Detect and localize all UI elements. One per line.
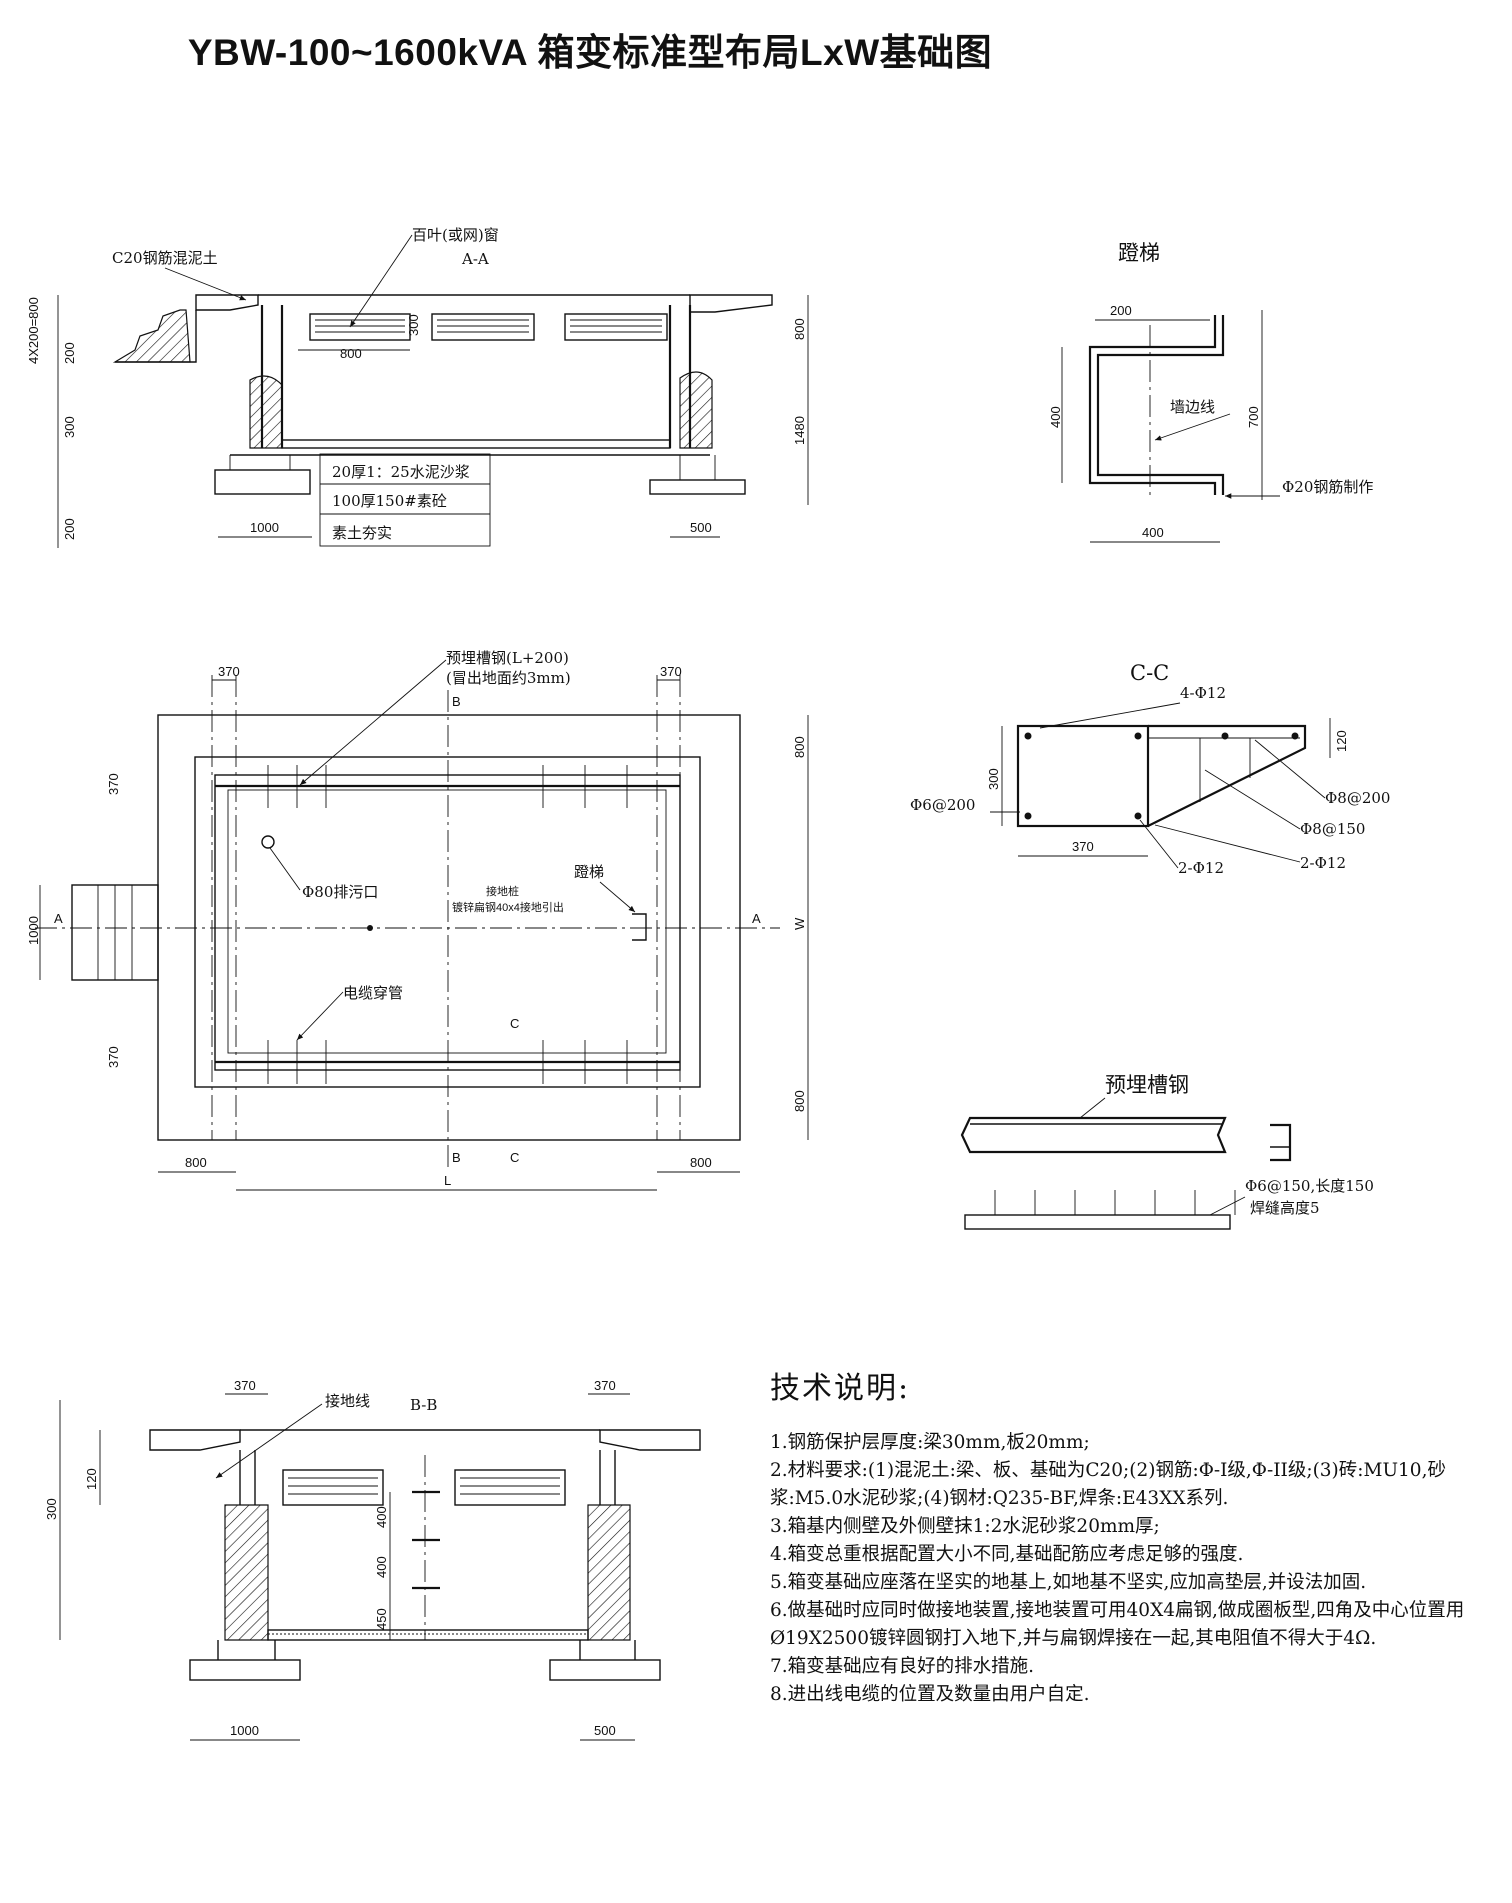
ground-pile-icon: [367, 925, 373, 931]
dim-right-1480: 1480: [792, 416, 807, 445]
dim-steps: 4X200=800: [26, 297, 41, 364]
section-bb-label: B-B: [410, 1396, 437, 1414]
plan-dim-370a: 370: [218, 664, 240, 679]
mark-a-right: A: [752, 911, 761, 926]
dim-200a: 200: [62, 342, 77, 364]
cable-label: 电缆穿管: [343, 984, 403, 1002]
mark-c-bottom: C: [510, 1150, 519, 1165]
channel-detail: 预埋槽钢 Φ6@150,长度150 焊缝高度5: [960, 1073, 1374, 1230]
section-cc-view: C-C 4-Φ12 Φ6@200 Φ8@200 Φ8@150 2-Φ12 2-Φ…: [910, 661, 1390, 877]
ground-line-label: 接地线: [325, 1392, 370, 1410]
ladder-dim-400: 400: [1048, 406, 1063, 428]
dim-louver-width: 800: [340, 346, 362, 361]
ladder-dim-top: 200: [1110, 303, 1132, 318]
cc-bar-top: 4-Φ12: [1180, 684, 1226, 702]
note-item: 1.钢筋保护层厚度:梁30mm,板20mm;: [770, 1432, 1090, 1453]
louver-window: [309, 313, 668, 341]
layer-soil: 素土夯实: [332, 524, 392, 542]
ladder-dim-bottom: 400: [1142, 525, 1164, 540]
dim-300: 300: [62, 416, 77, 438]
channel-note: (冒出地面约3mm): [446, 669, 571, 687]
plan-dim-1000: 1000: [26, 916, 41, 945]
callout-louver: 百叶(或网)窗: [412, 226, 499, 244]
section-bb-view: B-B 接地线 400 400 450 370 370: [44, 1378, 701, 1741]
plan-dim-370b: 370: [660, 664, 682, 679]
plan-dim-800-left: 800: [185, 1155, 207, 1170]
cc-dim-370: 370: [1072, 839, 1094, 854]
bb-dim-1000: 1000: [230, 1723, 259, 1738]
ladder-mark-icon: [632, 913, 647, 941]
bb-dim-370a: 370: [234, 1378, 256, 1393]
bb-dim-300: 300: [44, 1498, 59, 1520]
plan-dim-l: L: [444, 1173, 451, 1188]
cc-bar-bottom-2: 2-Φ12: [1300, 854, 1346, 872]
cc-stirrup-r1: Φ8@200: [1325, 789, 1390, 807]
bb-dim-450: 450: [374, 1608, 389, 1630]
mark-b-top: B: [452, 694, 461, 709]
layer-mortar: 20厚1：25水泥沙浆: [332, 463, 470, 481]
bb-dim-500: 500: [594, 1723, 616, 1738]
channel-anchor: Φ6@150,长度150: [1245, 1177, 1374, 1195]
mark-a-left: A: [54, 911, 63, 926]
cc-stirrup-r2: Φ8@150: [1300, 820, 1365, 838]
channel-label: 预埋槽钢(L+200): [446, 649, 569, 667]
cc-bar-bottom-1: 2-Φ12: [1178, 859, 1224, 877]
dim-footing-500: 500: [690, 520, 712, 535]
note-item: 2.材料要求:(1)混泥土:梁、板、基础为C20;(2)钢筋:Φ-I级,Φ-II…: [770, 1460, 1446, 1509]
plan-dim-w: W: [792, 917, 807, 930]
note-item: 6.做基础时应同时做接地装置,接地装置可用40X4扁钢,做成圈板型,四角及中心位…: [770, 1600, 1465, 1649]
plan-dim-800-bottom: 800: [792, 1090, 807, 1112]
wall-line-label: 墙边线: [1170, 398, 1215, 416]
ladder-label: 蹬梯: [1118, 241, 1160, 265]
cc-stirrup-left: Φ6@200: [910, 796, 975, 814]
drain-label: Φ80排污口: [302, 883, 378, 901]
note-item: 3.箱基内侧壁及外侧壁抹1:2水泥砂浆20mm厚;: [770, 1516, 1160, 1537]
plan-view: A A B B C C 预埋槽钢(L+200) (冒出地面约3mm) Φ80排污…: [26, 649, 809, 1191]
mark-b-bottom: B: [452, 1150, 461, 1165]
plan-dim-370c: 370: [106, 773, 121, 795]
page-title: YBW-100~1600kVA 箱变标准型布局LxW基础图: [187, 32, 993, 73]
bb-dim-120: 120: [84, 1468, 99, 1490]
ground-pile-note: 镀锌扁钢40x4接地引出: [452, 900, 564, 914]
cc-dim-120: 120: [1334, 730, 1349, 752]
layer-concrete: 100厚150#素砼: [332, 492, 447, 510]
dim-louver-height: 300: [406, 314, 421, 336]
section-cc-label: C-C: [1130, 661, 1169, 685]
plan-dim-800-top: 800: [792, 736, 807, 758]
technical-notes: 技术说明: 1.钢筋保护层厚度:梁30mm,板20mm; 2.材料要求:(1)混…: [770, 1371, 1490, 1709]
channel-weld: 焊缝高度5: [1250, 1199, 1320, 1217]
ladder-dim-700: 700: [1246, 406, 1261, 428]
ground-pile-label: 接地桩: [486, 884, 519, 898]
note-item: 8.进出线电缆的位置及数量由用户自定.: [770, 1684, 1090, 1705]
mark-c-mid: C: [510, 1016, 519, 1031]
section-aa-view: A-A: [26, 226, 809, 548]
plan-dim-800-right: 800: [690, 1155, 712, 1170]
bb-louver: [282, 1469, 566, 1506]
cc-dim-300: 300: [986, 768, 1001, 790]
note-item: 7.箱变基础应有良好的排水措施.: [770, 1656, 1035, 1677]
note-item: 4.箱变总重根据配置大小不同,基础配筋应考虑足够的强度.: [770, 1544, 1244, 1565]
plan-dim-370d: 370: [106, 1046, 121, 1068]
section-aa-label: A-A: [461, 250, 489, 268]
notes-title: 技术说明:: [770, 1371, 911, 1406]
ladder-rebar-label: Φ20钢筋制作: [1282, 478, 1373, 496]
dim-footing-1000: 1000: [250, 520, 279, 535]
bb-dim-370b: 370: [594, 1378, 616, 1393]
dim-right-800: 800: [792, 318, 807, 340]
dim-200b: 200: [62, 518, 77, 540]
callout-concrete: C20钢筋混泥土: [112, 249, 218, 267]
plan-ladder-label: 蹬梯: [574, 863, 604, 881]
bb-dim-400b: 400: [374, 1556, 389, 1578]
bb-dim-400a: 400: [374, 1506, 389, 1528]
channel-detail-label: 预埋槽钢: [1105, 1073, 1189, 1097]
note-item: 5.箱变基础应座落在坚实的地基上,如地基不坚实,应加高垫层,并设法加固.: [770, 1572, 1367, 1593]
ladder-detail: 蹬梯 200 400 700 400 墙边线 Φ20钢筋制作: [1048, 241, 1373, 543]
